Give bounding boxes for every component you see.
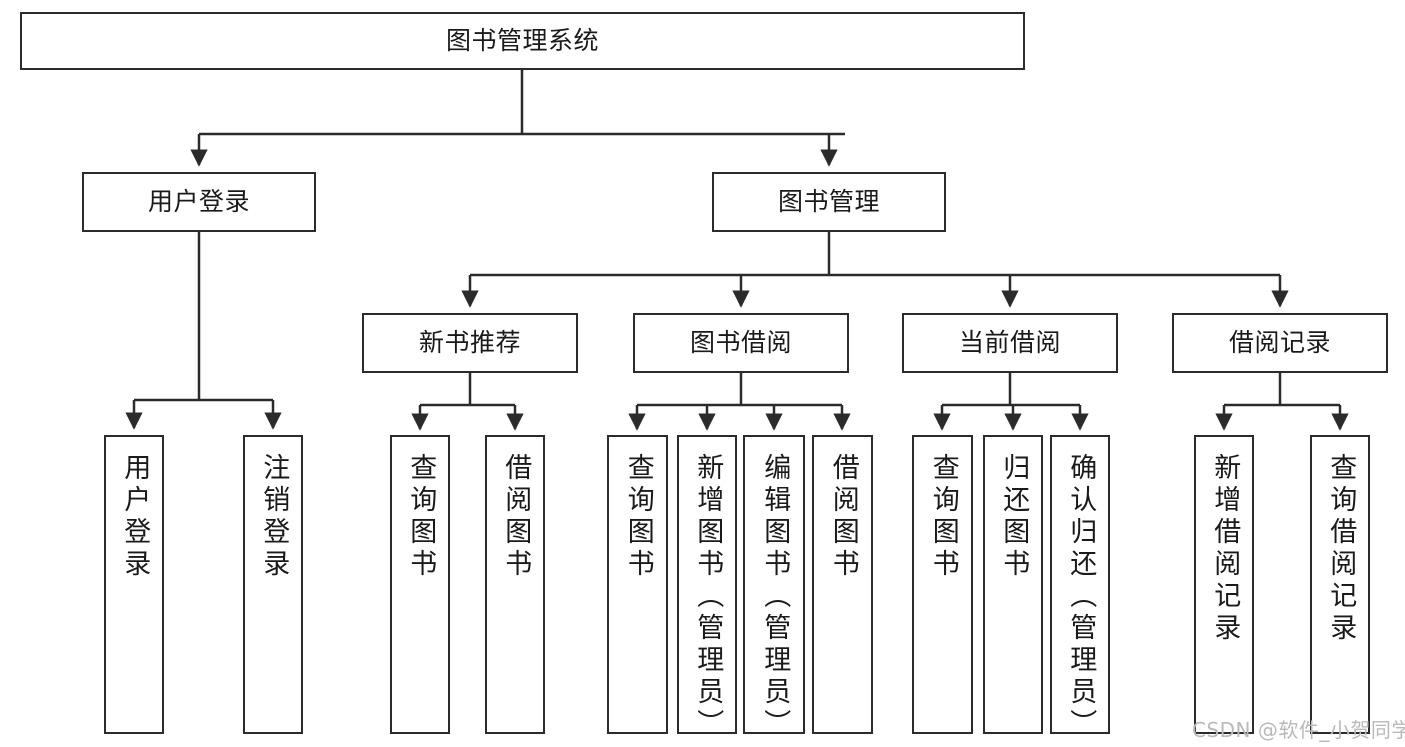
node-label: 用户登录 [147, 187, 250, 217]
node-label: 借阅记录 [1228, 328, 1331, 358]
edges-borrowrecord-to-leaves [1215, 373, 1349, 431]
node-label: 归还图书 [998, 453, 1030, 581]
node-label: 查询图书 [405, 453, 437, 581]
node-user-login[interactable]: 用户登录 [82, 172, 316, 232]
node-label: 查询图书 [927, 453, 959, 581]
leaf-user-login[interactable]: 用户登录 [104, 435, 164, 734]
node-label: 借阅图书 [500, 453, 532, 581]
node-borrow-record[interactable]: 借阅记录 [1172, 313, 1388, 373]
leaf-logout-login[interactable]: 注销登录 [243, 435, 303, 734]
node-label: 编辑图书（管理员） [759, 453, 791, 741]
leaf-borrow-book[interactable]: 借阅图书 [812, 435, 873, 734]
edges-bookmgmt-to-level3 [461, 232, 1289, 308]
node-book-management[interactable]: 图书管理 [712, 172, 946, 232]
node-label: 用户登录 [119, 453, 151, 581]
node-label: 查询图书 [622, 453, 654, 581]
edges-userlogin-to-leaves [125, 232, 282, 430]
leaf-query-borrow-record[interactable]: 查询借阅记录 [1310, 435, 1370, 734]
node-label: 注销登录 [258, 453, 290, 581]
node-label: 图书管理 [777, 187, 880, 217]
node-label: 查询借阅记录 [1325, 453, 1357, 645]
node-label: 新增借阅记录 [1209, 453, 1241, 645]
node-book-borrow[interactable]: 图书借阅 [633, 313, 849, 373]
node-label: 图书借阅 [689, 328, 792, 358]
node-label: 当前借阅 [958, 328, 1061, 358]
leaf-add-book-admin[interactable]: 新增图书（管理员） [677, 435, 737, 741]
leaf-query-book-current[interactable]: 查询图书 [912, 435, 973, 734]
edges-root-to-level2 [190, 70, 845, 167]
node-label: 新书推荐 [418, 328, 521, 358]
node-label: 新增图书（管理员） [692, 453, 724, 741]
leaf-confirm-return-admin[interactable]: 确认归还（管理员） [1050, 435, 1110, 741]
leaf-query-book-borrow[interactable]: 查询图书 [607, 435, 668, 734]
node-label: 图书管理系统 [445, 26, 599, 56]
csdn-watermark: CSDN @软件_小贺同学 [1192, 718, 1405, 742]
node-current-borrow[interactable]: 当前借阅 [902, 313, 1118, 373]
node-label: 借阅图书 [827, 453, 859, 581]
leaf-add-borrow-record[interactable]: 新增借阅记录 [1194, 435, 1254, 734]
leaf-edit-book-admin[interactable]: 编辑图书（管理员） [743, 435, 805, 741]
leaf-borrow-book-rec[interactable]: 借阅图书 [485, 435, 545, 734]
node-new-book-recommend[interactable]: 新书推荐 [362, 313, 578, 373]
leaf-return-book[interactable]: 归还图书 [983, 435, 1043, 734]
edges-bookborrow-to-leaves [628, 373, 851, 431]
edges-currentborrow-to-leaves [933, 373, 1089, 431]
node-root-system[interactable]: 图书管理系统 [20, 12, 1025, 70]
node-label: 确认归还（管理员） [1065, 453, 1097, 741]
leaf-query-book-rec[interactable]: 查询图书 [390, 435, 450, 734]
edges-newbook-to-leaves [411, 373, 524, 431]
